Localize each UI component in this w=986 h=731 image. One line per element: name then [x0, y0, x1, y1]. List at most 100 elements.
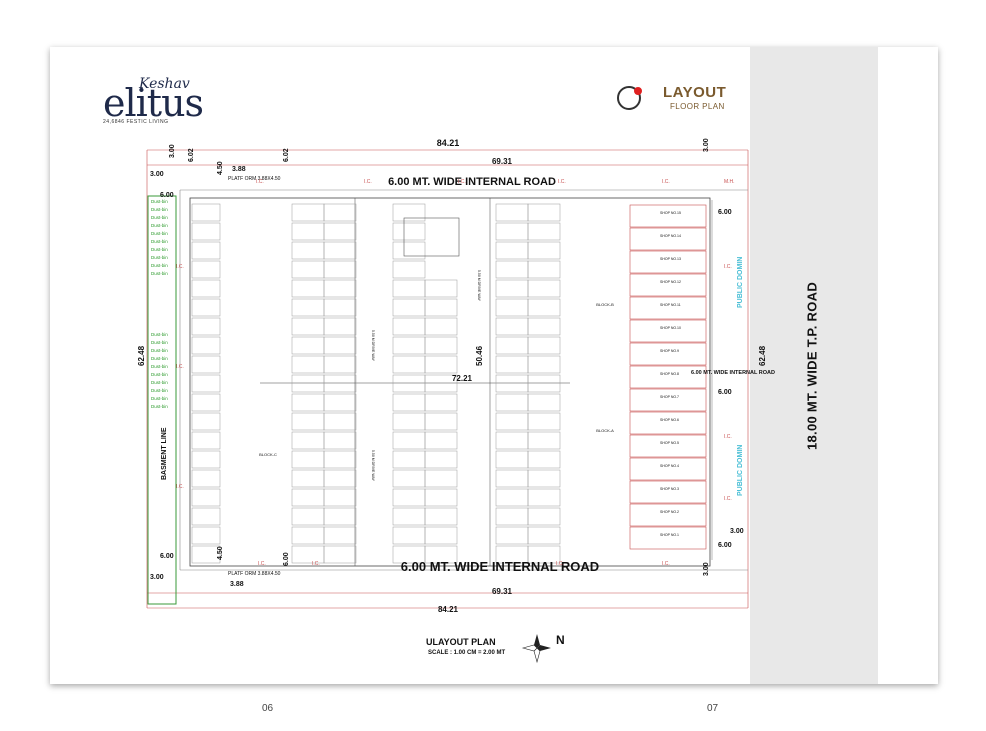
parking-bay	[629, 411, 707, 435]
dustbin-label: Dust-bin	[151, 380, 168, 385]
dim-600-bottom: 6.00	[283, 552, 290, 566]
parking-bay	[527, 336, 561, 355]
parking-bay	[323, 545, 357, 564]
dim-600-left: 6.00	[160, 192, 174, 199]
dim-center-width: 72.21	[452, 374, 473, 383]
block-c-label: BLOCK-C	[259, 452, 277, 457]
parking-bay	[629, 480, 707, 504]
parking-bay	[392, 393, 426, 412]
block-a-label: BLOCK-A	[596, 428, 614, 433]
parking-bay	[392, 298, 426, 317]
dim-top-inner: 69.31	[492, 157, 513, 166]
ic-marker: I.C.	[558, 179, 566, 185]
dim-bottom-inner: 69.31	[492, 587, 513, 596]
dim-388-top: 3.88	[232, 166, 246, 173]
parking-bay	[323, 355, 357, 374]
parking-bay	[392, 336, 426, 355]
dim-600-right-3: 6.00	[718, 542, 732, 549]
drive-way-label-2: 5.50 M DRIVE WAY	[371, 450, 375, 482]
parking-bay	[629, 503, 707, 527]
parking-bay	[323, 450, 357, 469]
ic-marker: I.C.	[258, 561, 266, 567]
dim-300-top-left: 3.00	[169, 144, 176, 158]
shop-label: SHOP NO.6	[660, 418, 679, 422]
dim-450-bottom: 4.50	[217, 546, 224, 560]
parking-bay	[323, 317, 357, 336]
parking-bay	[392, 469, 426, 488]
shop-label: SHOP NO.13	[660, 257, 681, 261]
tp-road-band	[750, 47, 878, 684]
parking-bay	[424, 374, 458, 393]
top-road-label: 6.00 MT. WIDE INTERNAL ROAD	[388, 176, 556, 188]
parking-bay	[291, 317, 325, 336]
parking-bay	[424, 450, 458, 469]
layout-title: LAYOUT	[663, 84, 727, 101]
parking-bay	[291, 355, 325, 374]
dustbin-label: Dust-bin	[151, 199, 168, 204]
dim-right-height: 62.48	[758, 345, 767, 366]
parking-bay	[629, 365, 707, 389]
parking-bay	[629, 342, 707, 366]
parking-bay	[424, 355, 458, 374]
parking-bay	[323, 222, 357, 241]
parking-bay	[495, 241, 529, 260]
parking-bay	[323, 431, 357, 450]
dim-left-height: 62.48	[137, 345, 146, 366]
parking-bay	[291, 469, 325, 488]
dustbin-label: Dust-bin	[151, 332, 168, 337]
parking-bay	[191, 298, 221, 317]
plan-scale: SCALE : 1.00 CM = 2.00 MT	[428, 650, 506, 656]
parking-bay	[323, 507, 357, 526]
dustbin-label: Dust-bin	[151, 364, 168, 369]
parking-bay	[392, 241, 426, 260]
parking-bay	[323, 526, 357, 545]
brand-name: elitus	[103, 81, 204, 125]
shop-label: SHOP NO.14	[660, 234, 681, 238]
parking-bay	[323, 279, 357, 298]
parking-bay	[527, 241, 561, 260]
brand-tagline: 24,6846 FESTIC LIVING	[103, 119, 169, 125]
parking-bay	[191, 393, 221, 412]
parking-bay	[495, 393, 529, 412]
parking-bay	[495, 507, 529, 526]
parking-bay	[323, 374, 357, 393]
parking-bay	[495, 279, 529, 298]
shop-label: SHOP NO.2	[660, 510, 679, 514]
parking-bay	[191, 279, 221, 298]
dim-600-left-bottom: 6.00	[160, 553, 174, 560]
parking-bay	[392, 260, 426, 279]
platform-top: PLATF ORM 3.88X4.50	[228, 176, 281, 182]
parking-bay	[392, 507, 426, 526]
parking-bay	[191, 317, 221, 336]
parking-bay	[323, 469, 357, 488]
shop-label: SHOP NO.8	[660, 372, 679, 376]
bottom-road-label: 6.00 MT. WIDE INTERNAL ROAD	[401, 559, 599, 574]
parking-bay	[424, 317, 458, 336]
parking-bay	[191, 241, 221, 260]
parking-bay	[291, 260, 325, 279]
parking-bay	[323, 393, 357, 412]
parking-bay	[392, 431, 426, 450]
parking-bay	[629, 526, 707, 550]
parking-bay	[291, 336, 325, 355]
plan-title: ULAYOUT PLAN	[426, 637, 496, 647]
dustbin-label: Dust-bin	[151, 231, 168, 236]
dustbin-label: Dust-bin	[151, 255, 168, 260]
parking-bay	[392, 279, 426, 298]
parking-bay	[424, 279, 458, 298]
parking-bay	[323, 298, 357, 317]
brand-logo: Keshav elitus 24,6846 FESTIC LIVING	[103, 76, 213, 128]
north-letter: N	[556, 633, 565, 647]
parking-bay	[527, 507, 561, 526]
dustbin-label: Dust-bin	[151, 215, 168, 220]
parking-bay	[495, 355, 529, 374]
ic-marker: I.C.	[662, 179, 670, 185]
parking-bay	[495, 374, 529, 393]
block-b-label: BLOCK-B	[596, 302, 614, 307]
dim-600-right-1: 6.00	[718, 209, 732, 216]
parking-bay	[291, 393, 325, 412]
parking-bay	[629, 457, 707, 481]
ic-marker: I.C.	[724, 496, 732, 502]
parking-bay	[495, 450, 529, 469]
